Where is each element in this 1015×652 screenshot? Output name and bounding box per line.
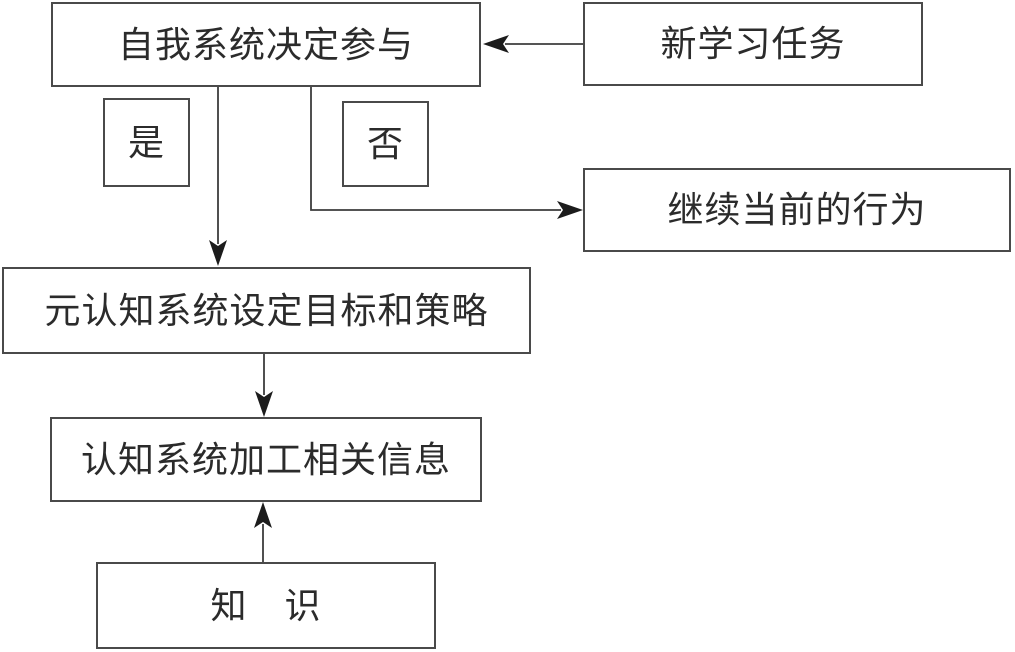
node-knowledge: 知 识	[96, 562, 436, 649]
arrowhead-down-icon	[209, 240, 227, 266]
node-branch-yes: 是	[103, 98, 190, 187]
node-self-system: 自我系统决定参与	[51, 2, 481, 87]
node-branch-no: 否	[342, 101, 429, 187]
node-continue-behavior: 继续当前的行为	[583, 168, 1011, 252]
arrowhead-right-icon	[557, 201, 583, 219]
node-knowledge-label: 知 识	[210, 584, 322, 626]
arrowhead-left-icon	[483, 35, 509, 53]
node-cognitive-system: 认知系统加工相关信息	[50, 417, 482, 502]
node-metacognitive-system: 元认知系统设定目标和策略	[2, 267, 531, 354]
arrowhead-down-icon	[255, 391, 273, 417]
node-continue-behavior-label: 继续当前的行为	[667, 189, 927, 230]
node-new-task-label: 新学习任务	[660, 23, 846, 64]
node-metacognitive-system-label: 元认知系统设定目标和策略	[44, 289, 489, 331]
node-branch-yes-label: 是	[127, 121, 165, 163]
node-self-system-label: 自我系统决定参与	[117, 23, 414, 65]
node-cognitive-system-label: 认知系统加工相关信息	[80, 438, 451, 480]
arrowhead-up-icon	[254, 502, 272, 528]
node-branch-no-label: 否	[366, 123, 404, 164]
node-new-task: 新学习任务	[583, 2, 923, 86]
